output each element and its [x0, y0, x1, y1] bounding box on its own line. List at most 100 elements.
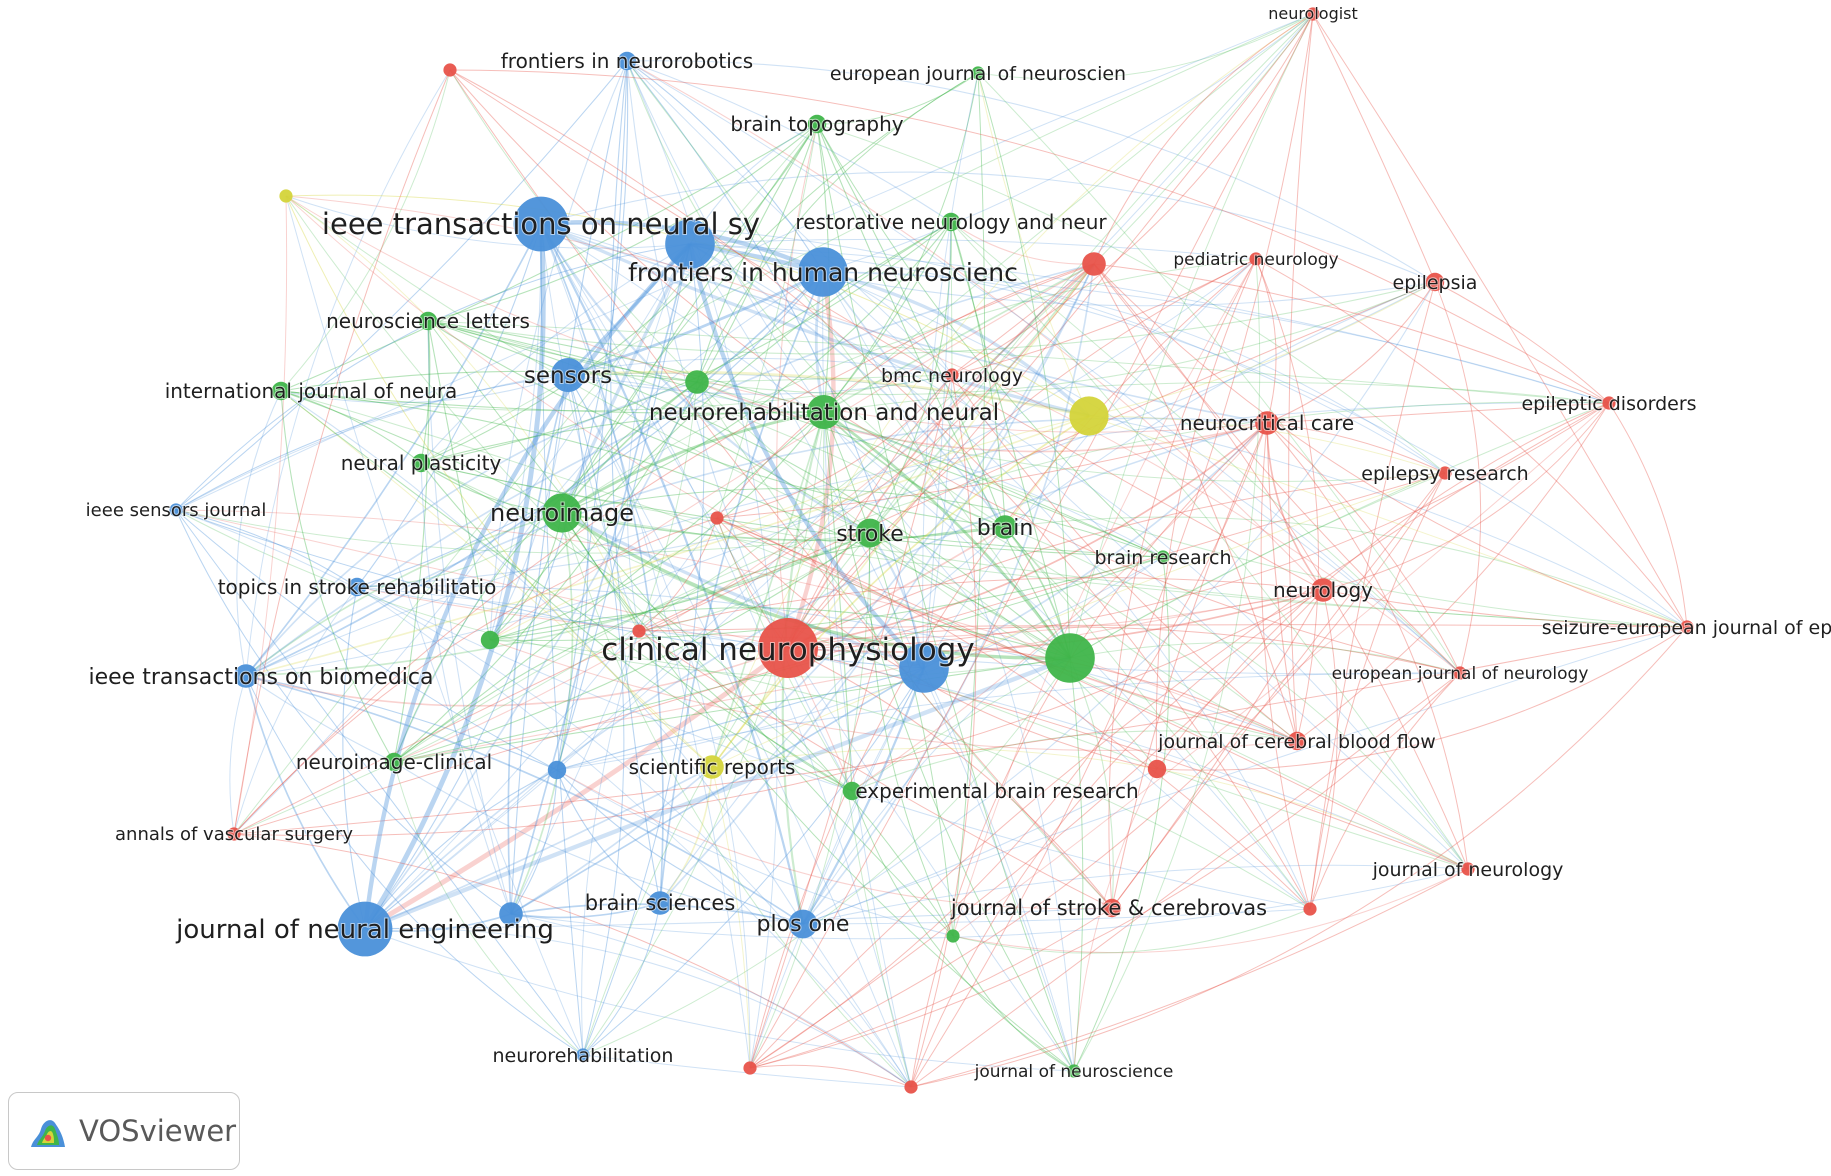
network-link-437	[510, 263, 1095, 915]
network-link-114	[420, 320, 431, 464]
network-link-244	[245, 258, 1257, 677]
network-link-179	[420, 462, 954, 937]
node-unl-red-5[interactable]	[1147, 759, 1167, 779]
node-european-journal-of-neurology[interactable]	[1453, 666, 1467, 680]
network-link-111	[822, 270, 1091, 418]
node-journal-of-neurology[interactable]	[1461, 862, 1475, 876]
network-link-325	[749, 907, 1113, 1069]
network-link-445	[489, 263, 1095, 641]
network-link-108	[822, 271, 1461, 674]
network-link-255	[393, 13, 1314, 763]
network-link-435	[749, 667, 925, 1069]
node-unl-blue-2[interactable]	[899, 643, 949, 693]
node-european-journal-of-neuroscien[interactable]	[971, 66, 985, 80]
network-link-238	[356, 586, 912, 1088]
node-unl-yellow-2[interactable]	[279, 189, 293, 203]
node-neuroimage-clinical[interactable]	[384, 752, 404, 772]
network-link-18	[787, 647, 1469, 870]
network-link-346	[910, 13, 1314, 1088]
network-link-376	[449, 69, 1610, 404]
network-link-411	[1069, 642, 1461, 674]
node-brain[interactable]	[993, 515, 1017, 539]
node-annals-of-vascular-surgery[interactable]	[227, 827, 241, 841]
node-topics-in-stroke-rehabilitatio[interactable]	[347, 577, 367, 597]
node-bmc-neurology[interactable]	[945, 368, 959, 382]
node-unl-blue-3[interactable]	[499, 902, 523, 926]
node-epilepsia[interactable]	[1425, 272, 1445, 292]
network-link-306	[802, 556, 1164, 925]
node-neural-plasticity[interactable]	[411, 453, 431, 473]
network-link-166	[823, 410, 1072, 659]
node-neurocritical-care[interactable]	[1255, 411, 1279, 435]
network-link-387	[716, 422, 1268, 519]
node-journal-of-neural-engineering[interactable]	[337, 901, 393, 957]
label-ieee-transactions-on-biomedica: ieee transactions on biomedica	[89, 665, 434, 690]
network-link-156	[393, 411, 825, 763]
network-link-118	[427, 281, 1436, 355]
network-link-162	[823, 13, 1314, 413]
network-link-320	[556, 769, 1113, 910]
node-unl-red-4[interactable]	[632, 624, 646, 638]
node-unl-blue-1[interactable]	[665, 219, 715, 269]
node-unl-red-2[interactable]	[443, 63, 457, 77]
node-clinical-neurophysiology[interactable]	[758, 618, 818, 678]
node-journal-of-neuroscience[interactable]	[1067, 1064, 1081, 1078]
network-link-62	[696, 123, 818, 383]
node-neurologist[interactable]	[1306, 7, 1320, 21]
node-unl-red-7[interactable]	[743, 1061, 757, 1075]
network-link-113	[427, 320, 825, 413]
node-brain-sciences[interactable]	[648, 891, 672, 915]
node-unl-blue-4[interactable]	[547, 760, 567, 780]
node-neurorehabilitation-and-neural[interactable]	[807, 395, 841, 429]
node-ieee-sensors-journal[interactable]	[169, 503, 183, 517]
node-restorative-neurology-and-neur[interactable]	[941, 212, 961, 232]
network-link-232	[356, 281, 1436, 588]
node-seizure-european-journal-of-ep[interactable]	[1680, 620, 1694, 634]
node-sensors[interactable]	[551, 358, 585, 392]
network-link-135	[556, 374, 589, 771]
network-link-308	[802, 864, 1469, 925]
node-unl-red-6[interactable]	[1303, 902, 1317, 916]
network-link-427	[687, 243, 926, 670]
node-unl-green-4[interactable]	[946, 929, 960, 943]
network-link-403	[910, 589, 1324, 1088]
node-unl-red-1[interactable]	[1082, 252, 1106, 276]
network-link-46	[696, 72, 979, 383]
node-epileptic-disorders[interactable]	[1602, 396, 1616, 410]
node-epilepsy-research[interactable]	[1438, 466, 1452, 480]
node-unl-green-2[interactable]	[685, 370, 709, 394]
node-stroke[interactable]	[855, 518, 885, 548]
node-plos-one[interactable]	[788, 909, 818, 939]
label-sensors: sensors	[524, 363, 612, 389]
node-international-journal-of-neura[interactable]	[271, 381, 291, 401]
node-experimental-brain-research[interactable]	[842, 781, 862, 801]
node-scientific-reports[interactable]	[700, 755, 724, 779]
node-journal-of-cerebral-blood-flow[interactable]	[1287, 731, 1307, 751]
node-brain-research[interactable]	[1156, 550, 1170, 564]
node-journal-of-stroke-cerebrovas[interactable]	[1102, 898, 1122, 918]
network-link-441	[489, 607, 1071, 659]
node-unl-yellow-1[interactable]	[1069, 396, 1109, 436]
node-neurorehabilitation[interactable]	[576, 1048, 590, 1062]
node-neuroscience-letters[interactable]	[418, 311, 438, 331]
network-link-56	[233, 123, 818, 835]
node-neuroimage[interactable]	[542, 493, 582, 533]
node-pediatric-neurology[interactable]	[1249, 252, 1263, 266]
network-link-363	[923, 374, 953, 669]
node-unl-red-3[interactable]	[710, 511, 724, 525]
node-neurology[interactable]	[1311, 578, 1335, 602]
network-link-418	[489, 639, 1298, 751]
network-link-350	[1255, 258, 1319, 742]
node-unl-green-1[interactable]	[1045, 633, 1095, 683]
network-link-198	[561, 488, 1164, 558]
label-neurocritical-care: neurocritical care	[1180, 411, 1354, 435]
node-brain-topography[interactable]	[807, 114, 827, 134]
node-unl-red-8[interactable]	[904, 1080, 918, 1094]
network-link-382	[1266, 422, 1298, 742]
network-link-369	[1266, 402, 1610, 424]
node-frontiers-in-human-neuroscienc[interactable]	[798, 247, 848, 297]
node-ieee-transactions-on-biomedica[interactable]	[234, 664, 258, 688]
node-ieee-transactions-on-neural-sy[interactable]	[513, 196, 569, 252]
node-unl-green-3[interactable]	[480, 630, 500, 650]
node-frontiers-in-neurorobotics[interactable]	[617, 51, 637, 71]
